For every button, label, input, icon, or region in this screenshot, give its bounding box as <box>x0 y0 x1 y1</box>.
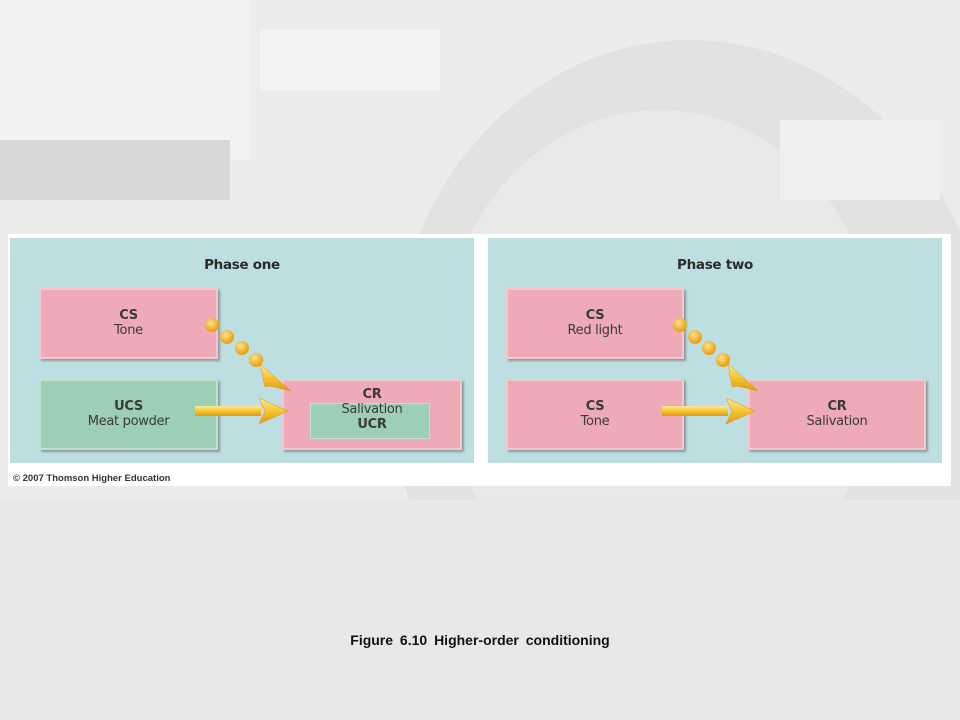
cs-red-light-box: CS Red light <box>506 288 684 359</box>
ucs-sub-label: Meat powder <box>87 414 170 429</box>
diagram-figure: Phase one CS Tone UCS Meat powder CR Sal… <box>8 234 951 486</box>
cr-sub-label: Salivation <box>806 414 868 429</box>
copyright-notice: © 2007 Thomson Higher Education <box>13 473 171 484</box>
phase-two-panel: Phase two CS Red light CS Tone CR Saliva… <box>488 238 942 463</box>
cr-sub-label: Salivation <box>341 402 403 417</box>
ucr-label: UCR <box>357 417 387 432</box>
cs-tone-box: CS Tone <box>506 379 684 450</box>
cr-salivation-box: CR Salivation <box>748 379 926 450</box>
cr-label: CR <box>827 399 847 414</box>
figure-caption: Figure 6.10 Higher-order conditioning <box>350 632 610 648</box>
cs-sub-label: Tone <box>114 323 143 338</box>
cs-label: CS <box>119 308 138 323</box>
cr-label: CR <box>362 387 382 402</box>
phase-one-panel: Phase one CS Tone UCS Meat powder CR Sal… <box>10 238 474 463</box>
phase-two-title: Phase two <box>676 257 753 273</box>
cs-sub-label: Red light <box>567 323 623 338</box>
cr-salivation-box: CR Salivation UCR <box>282 379 462 450</box>
ucs-meat-powder-box: UCS Meat powder <box>39 379 218 450</box>
ucs-label: UCS <box>114 399 143 414</box>
cs-label: CS <box>585 308 605 323</box>
cs-sub-label: Tone <box>580 414 610 429</box>
ucr-highlight <box>310 403 430 439</box>
cs-tone-box: CS Tone <box>39 288 218 359</box>
phase-one-title: Phase one <box>204 257 280 273</box>
cs-label: CS <box>585 399 605 414</box>
